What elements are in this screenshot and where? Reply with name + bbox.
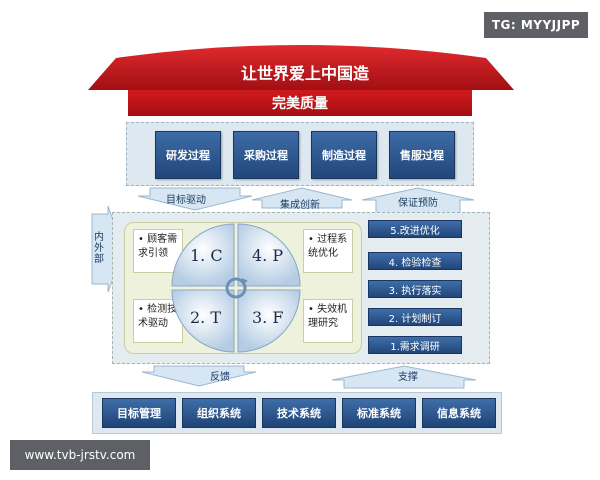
quadrant-t xyxy=(171,289,235,353)
process-rd: 研发过程 xyxy=(155,131,221,179)
process-service: 售服过程 xyxy=(389,131,455,179)
note-failure-research: • 失效机理研究 xyxy=(303,299,353,343)
feedback-label: 反馈 xyxy=(210,372,230,383)
cycle-icon xyxy=(225,277,247,299)
step-2: 2. 计划制订 xyxy=(368,308,462,326)
process-manufacture: 制造过程 xyxy=(311,131,377,179)
quadrant-c xyxy=(171,223,235,287)
roof-title: 让世界爱上中国造 xyxy=(240,64,369,83)
label-f: 3. F xyxy=(252,308,284,327)
integration-label: 集成创新 xyxy=(280,200,320,211)
inside-outside-label: 内外部 xyxy=(94,232,104,265)
guarantee-arrow xyxy=(361,187,475,215)
ctpf-circle xyxy=(171,223,301,353)
label-t: 2. T xyxy=(190,308,222,327)
quality-bar: 完美质量 xyxy=(128,90,472,116)
system-org: 组织系统 xyxy=(182,398,256,428)
roof-shape xyxy=(88,45,514,90)
note-process-optimize: • 过程系统优化 xyxy=(303,229,353,273)
quadrant-p xyxy=(237,223,301,287)
watermark-bottom-left: www.tvb-jrstv.com xyxy=(10,440,150,470)
integration-arrow xyxy=(251,187,353,209)
system-tech: 技术系统 xyxy=(262,398,336,428)
system-standard: 标准系统 xyxy=(342,398,416,428)
goal-drive-label: 目标驱动 xyxy=(166,195,206,206)
label-p: 4. P xyxy=(252,246,284,265)
label-c: 1. C xyxy=(190,246,223,265)
step-4: 4. 检验检查 xyxy=(368,252,462,270)
step-5: 5.改进优化 xyxy=(368,220,462,238)
guarantee-label: 保证预防 xyxy=(398,198,438,209)
step-3: 3. 执行落实 xyxy=(368,280,462,298)
quadrant-f xyxy=(237,289,301,353)
goal-drive-arrow xyxy=(137,187,253,211)
step-1: 1.需求调研 xyxy=(368,336,462,354)
process-panel: 研发过程 采购过程 制造过程 售服过程 xyxy=(126,122,474,186)
watermark-top-right: TG: MYYJJPP xyxy=(484,12,588,38)
note-customer-demand: • 顾客需求引领 xyxy=(133,229,183,273)
support-arrow xyxy=(331,365,477,389)
system-goal: 目标管理 xyxy=(102,398,176,428)
feedback-arrow xyxy=(141,365,257,387)
process-purchase: 采购过程 xyxy=(233,131,299,179)
support-label: 支撑 xyxy=(398,372,418,383)
system-info: 信息系统 xyxy=(422,398,496,428)
